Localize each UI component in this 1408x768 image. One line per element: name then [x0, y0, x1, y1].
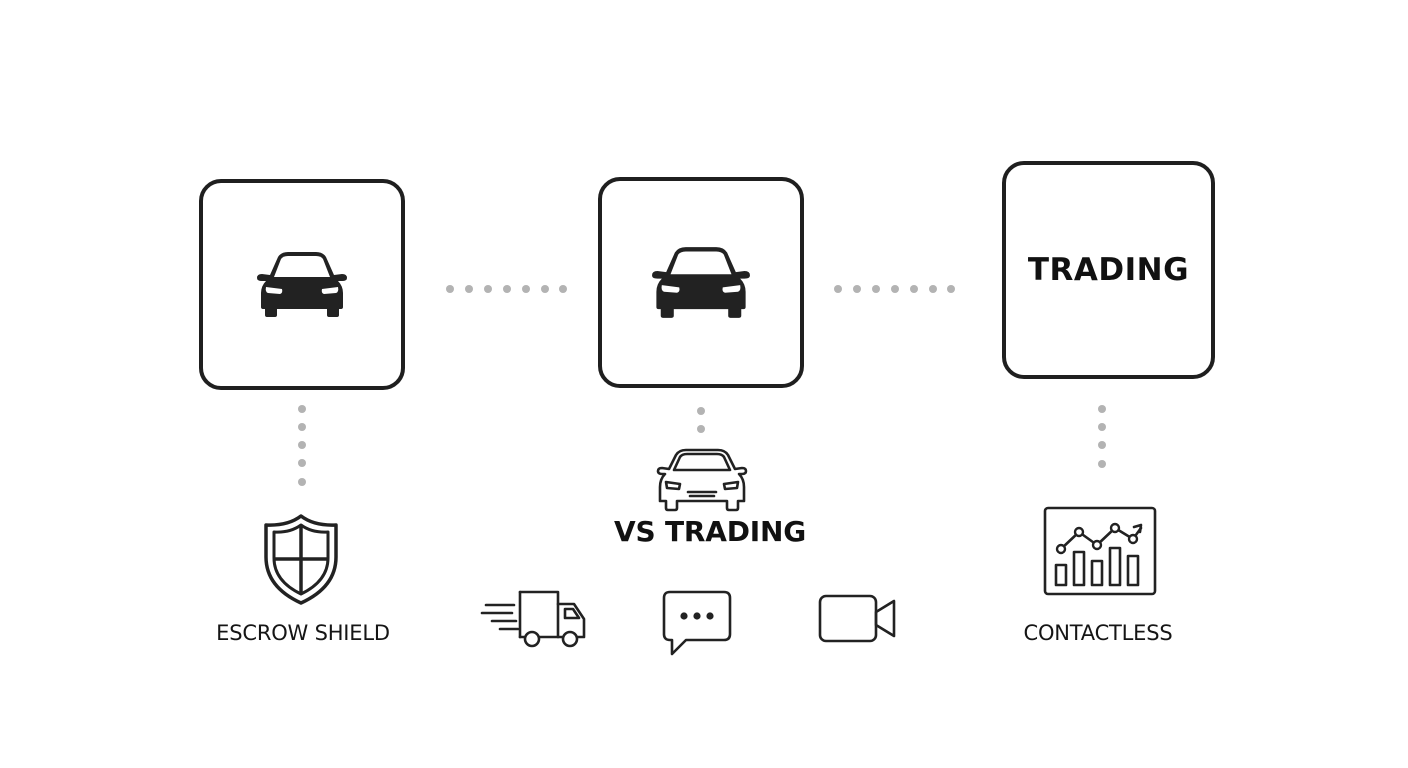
step-box-2 — [598, 177, 804, 388]
connector-box2-box3 — [834, 285, 955, 293]
connector-box2-down — [697, 407, 705, 433]
box-trading-text: TRADING — [1027, 252, 1190, 288]
car-icon — [652, 246, 750, 318]
step-box-3: TRADING — [1002, 161, 1215, 379]
connector-box3-down — [1098, 405, 1106, 468]
chart-icon — [1043, 506, 1157, 596]
connector-box1-down — [298, 405, 306, 486]
delivery-truck-icon — [480, 590, 586, 648]
car-outline-icon — [656, 448, 748, 512]
contactless-label: CONTACTLESS — [1023, 621, 1173, 645]
step-box-1 — [199, 179, 405, 390]
car-icon — [257, 251, 347, 317]
escrow-shield-label: ESCROW SHIELD — [216, 621, 390, 645]
video-camera-icon — [818, 594, 896, 643]
vs-trading-label: VS TRADING — [614, 515, 806, 548]
chat-bubble-icon — [662, 590, 732, 656]
shield-icon — [264, 514, 338, 605]
connector-box1-box2 — [446, 285, 567, 293]
